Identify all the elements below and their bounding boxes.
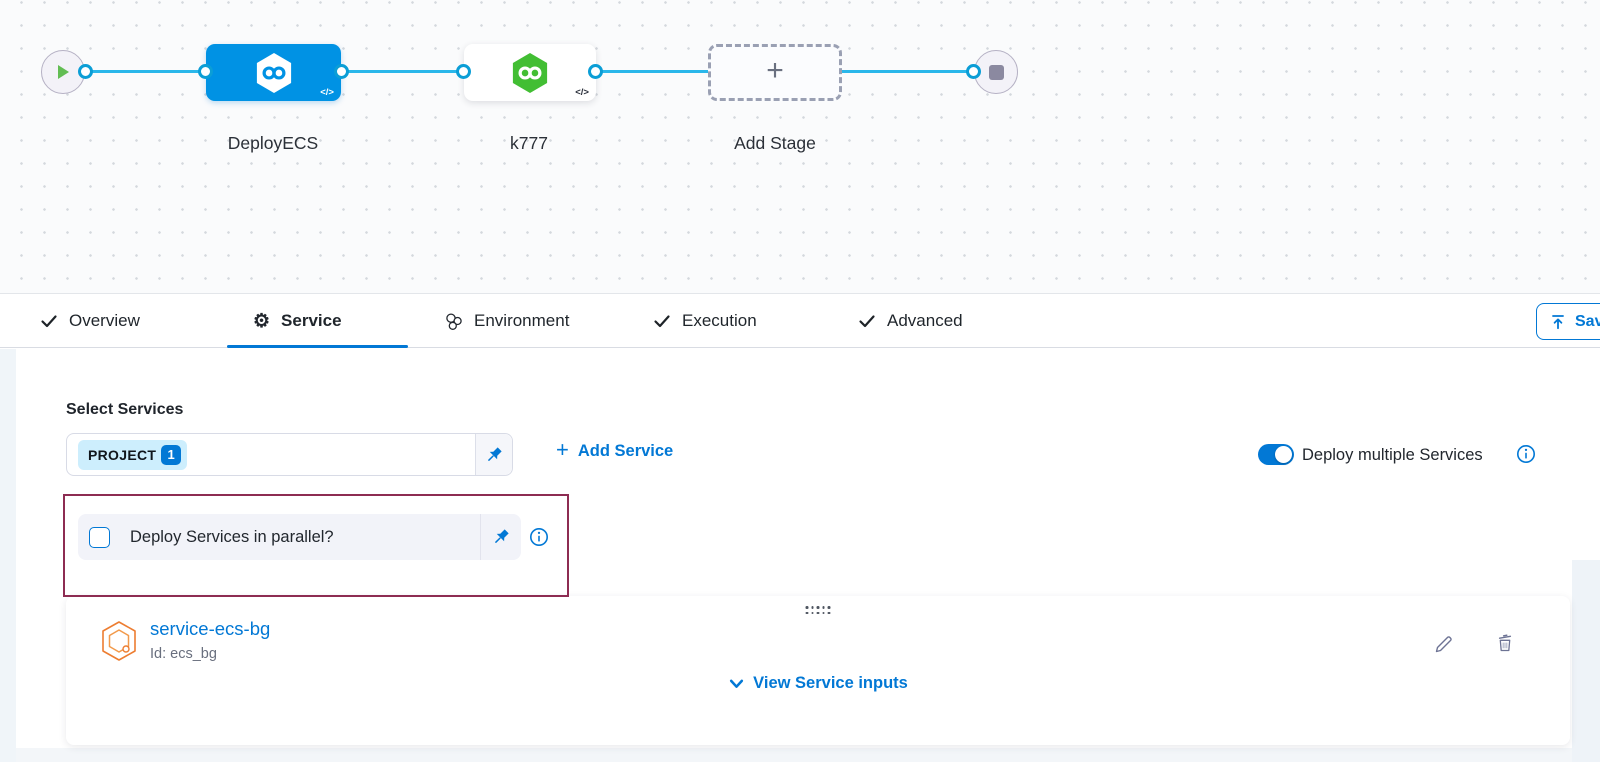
tab-label: Environment	[474, 311, 570, 330]
environment-icon	[446, 312, 462, 330]
code-icon: </>	[320, 87, 334, 98]
pipeline-start-node[interactable]	[41, 50, 85, 94]
chip-label: PROJECT	[88, 446, 157, 463]
tab-execution[interactable]: Execution	[653, 295, 757, 347]
deploy-parallel-label: Deploy Services in parallel?	[130, 527, 334, 546]
page-background-left	[0, 349, 16, 762]
annotation-highlight-box	[63, 494, 569, 597]
tab-label: Execution	[682, 311, 757, 330]
check-icon	[654, 315, 670, 328]
tab-label: Advanced	[887, 311, 963, 330]
tab-label: Overview	[69, 311, 140, 330]
connector-port[interactable]	[78, 64, 93, 79]
stage-label-deployecs: DeployECS	[227, 133, 319, 153]
save-button[interactable]: Save	[1536, 303, 1600, 340]
deploy-multiple-services-toggle[interactable]	[1258, 444, 1294, 465]
deploy-parallel-checkbox[interactable]	[89, 526, 110, 548]
connector-line	[85, 70, 206, 73]
deploy-multiple-services-label: Deploy multiple Services	[1302, 446, 1483, 464]
connector-port[interactable]	[456, 64, 471, 79]
check-icon	[859, 315, 875, 328]
select-services-input[interactable]: PROJECT 1	[66, 433, 513, 476]
connector-port[interactable]	[588, 64, 603, 79]
add-stage-node[interactable]: +	[708, 44, 842, 101]
add-stage-label: Add Stage	[734, 133, 816, 153]
save-button-label: Save	[1575, 312, 1600, 330]
add-service-button[interactable]: + Add Service	[556, 437, 674, 462]
deploy-parallel-field: Deploy Services in parallel?	[78, 514, 521, 560]
service-hexagon-icon	[100, 620, 138, 667]
view-service-inputs-label: View Service inputs	[753, 674, 908, 692]
harness-hexagon-icon	[512, 52, 548, 93]
view-service-inputs-button[interactable]: View Service inputs	[728, 674, 908, 693]
select-services-label: Select Services	[66, 401, 184, 418]
chevron-down-icon	[730, 679, 744, 688]
active-tab-underline	[227, 345, 408, 348]
pencil-icon	[1435, 636, 1452, 653]
page-background-bottom	[16, 748, 1572, 762]
pin-icon	[488, 446, 502, 461]
info-icon[interactable]	[1516, 444, 1536, 464]
chip-count-badge: 1	[161, 444, 182, 465]
tab-overview[interactable]: Overview	[40, 295, 140, 347]
connector-port[interactable]	[966, 64, 981, 79]
page-background-right	[1572, 560, 1600, 762]
code-icon: </>	[575, 87, 589, 98]
upload-icon	[1552, 314, 1564, 329]
delete-service-button[interactable]	[1492, 630, 1518, 656]
view-service-inputs-row: View Service inputs	[66, 674, 1570, 693]
toggle-knob	[1275, 446, 1292, 463]
service-name-link[interactable]: service-ecs-bg	[150, 618, 271, 639]
check-icon	[41, 315, 57, 328]
edit-service-button[interactable]	[1430, 630, 1456, 656]
connector-port[interactable]	[198, 64, 213, 79]
tab-service[interactable]: ⚙︎ Service	[253, 295, 342, 347]
pin-icon	[495, 529, 509, 543]
add-service-label: Add Service	[577, 441, 674, 460]
plus-icon: +	[766, 54, 784, 87]
tab-advanced[interactable]: Advanced	[858, 295, 963, 347]
project-scope-chip[interactable]: PROJECT 1	[78, 439, 188, 470]
service-card: service-ecs-bg Id: ecs_bg View Service i…	[66, 596, 1570, 745]
service-id-label: Id: ecs_bg	[150, 646, 217, 662]
stage-label-k777: k777	[510, 133, 548, 153]
drag-handle-icon[interactable]	[802, 602, 835, 619]
connector-line	[341, 70, 464, 73]
stop-icon	[988, 64, 1004, 80]
connector-port[interactable]	[334, 64, 349, 79]
tab-environment[interactable]: Environment	[444, 295, 569, 347]
info-icon[interactable]	[529, 527, 549, 547]
stage-config-tabbar: Overview ⚙︎ Service Environment Executio…	[0, 295, 1600, 348]
trash-icon	[1498, 634, 1512, 652]
pipeline-canvas[interactable]: </> </> + DeployECS k777 Add Stage	[0, 0, 1600, 294]
stage-node-k777[interactable]: </>	[464, 44, 596, 101]
stage-node-deployecs[interactable]: </>	[206, 44, 341, 101]
tab-label: Service	[281, 311, 342, 330]
plus-icon: +	[556, 437, 569, 462]
pin-button[interactable]	[475, 434, 512, 475]
pin-button[interactable]	[480, 514, 521, 560]
gear-icon: ⚙︎	[253, 310, 271, 332]
pipeline-end-node[interactable]	[974, 50, 1018, 94]
play-icon	[58, 65, 69, 79]
harness-hexagon-icon	[256, 52, 291, 93]
